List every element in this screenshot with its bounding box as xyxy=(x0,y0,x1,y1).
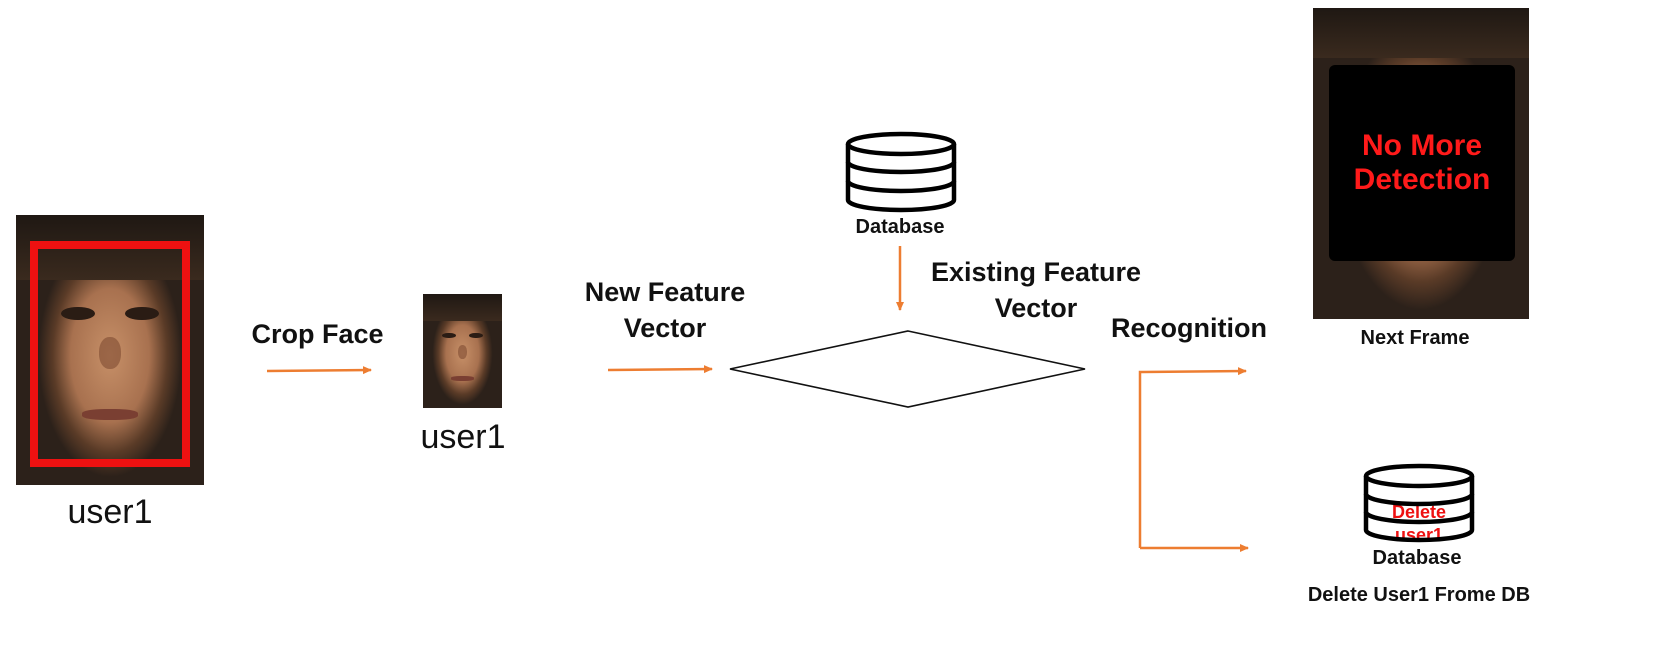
existing-feature-line1: Existing Feature xyxy=(930,257,1142,287)
arrow-crop-face xyxy=(266,366,372,375)
face-detection-box xyxy=(30,241,190,467)
face-photo-large xyxy=(16,215,204,485)
database-icon xyxy=(845,131,957,213)
new-feature-line1: New Feature xyxy=(584,277,746,307)
delete-user1-text: Delete user1 xyxy=(1365,501,1473,547)
database-top-label: Database xyxy=(855,216,945,238)
cosine-line1: Cosine Similarity xyxy=(840,349,976,369)
user1-label-cropped: user1 xyxy=(420,418,506,456)
cosine-similarity-text: Cosine Similarity (TH=65) xyxy=(808,348,1008,392)
existing-feature-vector-label: Existing Feature Vector xyxy=(915,254,1157,326)
user1-label-large: user1 xyxy=(67,493,153,531)
crop-face-label: Crop Face xyxy=(251,319,384,349)
delete-user1-from-db-label: Delete User1 Frome DB xyxy=(1307,584,1531,606)
arrow-branch-recognition xyxy=(1138,367,1247,548)
no-more-line1: No More xyxy=(1362,129,1482,162)
database-bottom-label: Database xyxy=(1372,547,1462,569)
new-feature-line2: Vector xyxy=(623,313,707,343)
face-photo-cropped xyxy=(423,294,502,408)
delete-line2: user1 xyxy=(1394,525,1444,545)
next-frame-label: Next Frame xyxy=(1360,327,1470,349)
no-more-detection-overlay: No More Detection xyxy=(1329,65,1515,261)
delete-line1: Delete xyxy=(1391,502,1447,522)
arrow-new-feature xyxy=(607,365,713,374)
existing-feature-line2: Vector xyxy=(994,293,1078,323)
cosine-line2: (TH=65) xyxy=(874,371,942,391)
new-feature-vector-label: New Feature Vector xyxy=(560,274,770,346)
no-more-line2: Detection xyxy=(1353,163,1491,196)
recognition-label: Recognition xyxy=(1111,313,1267,343)
next-frame-photo: No More Detection xyxy=(1313,8,1529,319)
